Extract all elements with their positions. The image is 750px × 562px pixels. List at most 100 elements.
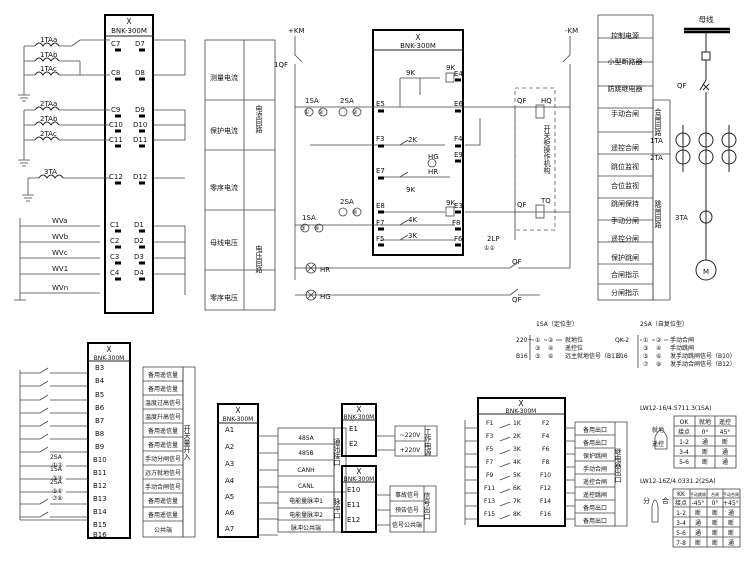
swt2-r2c2: 断 [712, 529, 718, 537]
block1-box [104, 14, 154, 314]
num-4a: ④ [314, 225, 319, 232]
swt2-r1c3: 断 [728, 519, 734, 527]
swt2-r2c3: 断 [728, 529, 734, 537]
row-trip-monitor: 跳位监视 [611, 162, 639, 171]
b4-row-pulse-common: 脉冲公共端 [291, 524, 321, 532]
b5-row-ac: ~220V [400, 432, 421, 439]
b7-row-1: 备用出口 [583, 426, 607, 434]
swt1-r1c0: 3-4 [679, 449, 689, 456]
motor-label: M [703, 268, 709, 276]
sa2-n5: ⑤ [643, 353, 648, 360]
b6-row-accident: 事故信号 [395, 491, 419, 499]
b3-row-9: 手动合闸信号 [145, 483, 181, 491]
block6-model: BNK-300M [344, 476, 375, 483]
term-B10: B10 [93, 456, 107, 464]
term-B15: B15 [93, 521, 107, 529]
term-F6: F6 [454, 235, 463, 243]
qf-aux-3: QF [512, 258, 522, 266]
swt1-r0c0: 1-2 [679, 439, 689, 446]
row-trip-hold: 跳闸保持 [611, 199, 639, 208]
term-B5: B5 [95, 391, 104, 399]
swt2-pos-right: 合 [662, 496, 669, 505]
sa2-n2: ② [656, 337, 662, 344]
sa1-left-B16: B16 [516, 353, 528, 360]
term-C9: C9 [111, 106, 120, 114]
term-D10: D10 [133, 121, 147, 129]
term-B8: B8 [95, 430, 104, 438]
block4-comm: X BNK-300M A1 A2 A3 A4 A5 A6 A7 485A 485… [217, 403, 347, 538]
contact-3K: 3K [408, 232, 417, 240]
term-E10: E10 [347, 486, 360, 494]
b3-sw-2SA-b: 2SA [50, 479, 63, 486]
term-C2: C2 [110, 237, 119, 245]
row-anti-jump: 防跳继电器 [608, 84, 643, 93]
b3-row-3: 温度过高信号 [145, 399, 181, 407]
row-mini-breaker: 小型断路器 [608, 57, 643, 66]
swt1-h0: OK [680, 419, 690, 426]
b4-row-pulse1: 电能量脉冲1 [289, 497, 323, 505]
block4-model: BNK-300M [223, 416, 254, 423]
sw-2SA-mid: 2SA [340, 198, 354, 206]
b3-sw-2SA-a: 2SA [50, 454, 63, 461]
block5-model: BNK-300M [344, 414, 375, 421]
contact-3K: 3K [513, 446, 522, 453]
b7-row-3: 保护跳闸 [583, 452, 607, 460]
b3-row-8: 远方就地信号 [145, 469, 181, 477]
term-C11: C11 [109, 136, 123, 144]
num-2b: ② [352, 109, 358, 116]
term-C1: C1 [110, 221, 119, 229]
term-A1: A1 [225, 426, 234, 434]
term-B14: B14 [93, 508, 107, 516]
term-D3: D3 [134, 253, 144, 261]
sa2-n3: ③ [643, 345, 648, 352]
term-F12: F12 [540, 485, 551, 492]
b3-sw-nums-34: ③④ [52, 475, 63, 482]
sa2-d4: 发手动合闸信号（B12） [670, 360, 736, 368]
swt1-pos-left: 就地 [652, 426, 664, 434]
sa2-d2: 手动跳闸 [670, 344, 694, 352]
swt1-r1c2: 通 [722, 448, 728, 456]
term-F15: F15 [484, 511, 495, 518]
row-control-power: 控制电源 [611, 31, 639, 40]
swt2-s0: 接点 [675, 499, 687, 507]
row-open-indicator: 分闸指示 [611, 288, 639, 297]
term-A7: A7 [225, 525, 234, 533]
b5-row-dc: +220V [400, 447, 421, 454]
ta-3TA: 3TA [675, 214, 688, 222]
side-voltage-circuit: 电压回路 [255, 244, 263, 274]
motor-symbol [695, 259, 717, 281]
lamp-HG-in: HG [428, 153, 439, 161]
b3-row-2: 备用遥信量 [148, 385, 178, 393]
term-F13: F13 [484, 498, 495, 505]
one-line-diagram: 母线 QF 1TA 2TA 3TA M [650, 14, 737, 281]
swt1-r0c1: 通 [702, 438, 708, 446]
b3-sw-1SA: 1SA [50, 466, 63, 473]
term-A3: A3 [225, 460, 234, 468]
km-neg: -KM [565, 27, 578, 35]
term-E6: E6 [454, 100, 463, 108]
pt-label-WVb: WVb [52, 233, 69, 241]
swt2-s2: 0° [712, 500, 719, 507]
sa1-title: 1SA（定位型） [536, 320, 578, 328]
ct-label-2TAa: 2TAa [40, 100, 57, 108]
coil-TQ: TQ [540, 197, 551, 205]
block2-x: X [415, 33, 420, 42]
b7-row-4: 手动合闸 [583, 465, 607, 473]
block1-current-voltage: X BNK-300M 1TAa 1TAb 1TAc 2TAa 2TAb 2TAc… [14, 14, 276, 314]
term-F16: F16 [540, 511, 551, 518]
term-C4: C4 [110, 269, 120, 277]
term-E2: E2 [349, 440, 358, 448]
term-D2: D2 [134, 237, 144, 245]
sa2-d3: 发手动跳闸信号（B10） [670, 352, 736, 360]
block3-model: BNK-300M [94, 355, 125, 362]
b3-sw-nums-56: ⑤⑥ [52, 488, 63, 495]
b3-row-6: 备用遥信量 [148, 441, 178, 449]
swt1-s1: 0° [702, 429, 709, 436]
term-C10: C10 [109, 121, 123, 129]
term-E1: E1 [349, 425, 358, 433]
qf-main: QF [677, 82, 687, 90]
swt1-r0c2: 断 [722, 438, 728, 446]
block7-model: BNK-300M [506, 408, 537, 415]
term-F4: F4 [454, 135, 463, 143]
